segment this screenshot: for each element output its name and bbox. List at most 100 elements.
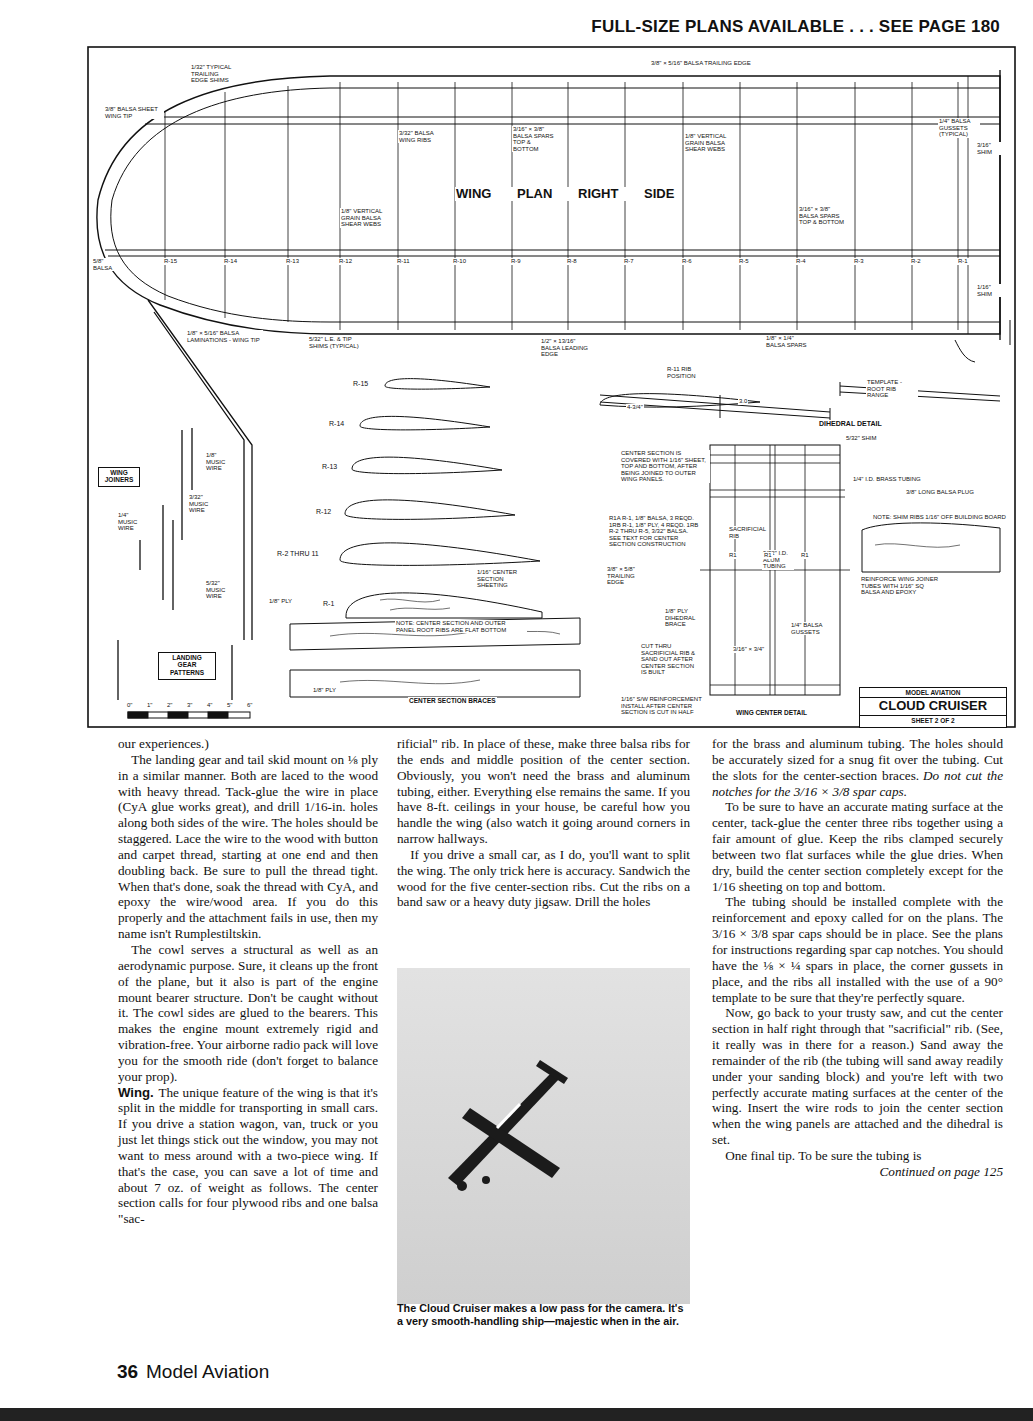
article-paragraph: our experiences.) (118, 736, 378, 752)
plan-label: 5/32" MUSIC WIRE (205, 580, 229, 600)
article-text: The unique feature of the wing is that i… (118, 1085, 378, 1227)
plan-label: 3/32" MUSIC WIRE (188, 494, 212, 514)
plan-label: R-15 (163, 258, 178, 265)
plan-label: CENTER SECTION BRACES (408, 697, 497, 704)
plan-label: 1/8" × 1/4" BALSA SPARS (765, 335, 812, 348)
node-text: SHEET 2 OF 2 (860, 716, 1006, 725)
plan-label: R-11 (396, 258, 411, 265)
plan-label: 3/32" BALSA WING RIBS (398, 130, 438, 143)
plan-label: R-8 (566, 258, 578, 265)
plan-label: R-2 THRU 11 (276, 550, 320, 558)
node-text: CLOUD CRUISER (860, 698, 1006, 716)
parts-box: WING JOINERS (98, 467, 140, 487)
plan-label: 3/16" × 3/8" BALSA SPARS TOP & BOTTOM (798, 206, 846, 226)
scale-number: 1" (146, 702, 153, 709)
plan-label: 5/32" SHIM (845, 435, 877, 442)
plan-label: NOTE: SHIM RIBS 1/16" OFF BUILDING BOARD (872, 514, 1007, 521)
article-paragraph: The landing gear and tail skid mount on … (118, 752, 378, 942)
node-text: LANDING GEAR PATTERNS (159, 653, 215, 677)
article-text: The landing gear and tail skid mount on … (118, 752, 378, 941)
page-footer: 36 (117, 1361, 138, 1383)
article-text: The tubing should be installed complete … (712, 894, 1003, 1004)
article-text: our experiences.) (118, 736, 209, 751)
plan-label: 1/8" PLY (268, 598, 293, 605)
article-text: Now, go back to your trusty saw, and cut… (712, 1005, 1003, 1147)
scale-number: 3" (186, 702, 193, 709)
plan-label: R-3 (853, 258, 865, 265)
plan-label: R-1 (957, 258, 969, 265)
article-paragraph: To be sure to have an accurate mating su… (712, 799, 1003, 894)
plan-label: DIHEDRAL DETAIL (818, 420, 883, 428)
plan-label: 5/8" BALSA (92, 258, 118, 271)
plan-label: R1 (763, 552, 773, 559)
article-text: Continued on page 125 (880, 1164, 1003, 1179)
plan-label: 1/32" TYPICAL TRAILING EDGE SHIMS (190, 64, 237, 84)
plan-label: R1 (728, 552, 738, 559)
scale-number: 2" (166, 702, 173, 709)
plan-label: 1/8" PLY DIHEDRAL BRACE (664, 608, 706, 628)
plan-label: R1 (800, 552, 810, 559)
plan-label: 1/4" BALSA GUSSETS (790, 622, 824, 635)
article-paragraph: If you drive a small car, as I do, you'l… (397, 847, 690, 910)
plan-label: R-1 (322, 600, 335, 608)
plan-label: R-12 (338, 258, 353, 265)
plan-label: R-9 (510, 258, 522, 265)
plan-label: 3.0 (738, 398, 748, 405)
plan-label: WING CENTER DETAIL (735, 709, 808, 716)
plan-label: 4-3/4" (626, 404, 644, 411)
page-footer: Model Aviation (146, 1361, 269, 1383)
scale-number: 5" (226, 702, 233, 709)
section-heading: Wing. (118, 1085, 154, 1100)
scale-number: 0" (126, 702, 133, 709)
plan-label: R-13 (321, 463, 338, 471)
plan-label: 1/8" VERTICAL GRAIN BALSA SHEAR WEBS (340, 208, 388, 228)
plan-label: R-11 RIB POSITION (666, 366, 700, 379)
plan-label: 1/2" × 13/16" BALSA LEADING EDGE (540, 338, 592, 358)
plan-label: R-7 (623, 258, 635, 265)
plan-label: 5/32" L.E. & TIP SHIMS (TYPICAL) (308, 336, 365, 349)
plan-label: 3/16" × 3/8" BALSA SPARS TOP & BOTTOM (512, 126, 558, 152)
article-text: If you drive a small car, as I do, you'l… (397, 847, 690, 910)
article-paragraph: The tubing should be installed complete … (712, 894, 1003, 1005)
article-text: To be sure to have an accurate mating su… (712, 799, 1003, 893)
article-paragraph: rificial" rib. In place of these, make t… (397, 736, 690, 847)
article-paragraph: Now, go back to your trusty saw, and cut… (712, 1005, 1003, 1148)
plan-label: 1/8" PLY (312, 687, 337, 694)
plan-label: SACRIFICIAL RIB (728, 526, 760, 539)
scale-number: 6" (246, 702, 253, 709)
plan-label: 1/8" × 5/16" BALSA LAMINATIONS - WING TI… (186, 330, 263, 343)
plan-label: R-5 (738, 258, 750, 265)
article-paragraph: Wing.The unique feature of the wing is t… (118, 1085, 378, 1228)
plan-label: REINFORCE WING JOINER TUBES WITH 1/16" S… (860, 576, 942, 596)
photo-caption: The Cloud Cruiser makes a low pass for t… (397, 1302, 690, 1328)
article-paragraph: The cowl serves a structural as well as … (118, 942, 378, 1085)
article-text: One final tip. To be sure the tubing is (725, 1148, 921, 1163)
title-block: MODEL AVIATIONCLOUD CRUISERSHEET 2 OF 2 (859, 687, 1007, 728)
plan-label: 3/8" LONG BALSA PLUG (905, 489, 975, 496)
scale-number: 4" (206, 702, 213, 709)
plan-label: 3/16" × 3/4" (732, 646, 765, 653)
plan-label: 1/16" S/W REINFORCEMENT INSTALL AFTER CE… (620, 696, 707, 716)
plan-label: CUT THRU SACRIFICIAL RIB & SAND OUT AFTE… (640, 643, 702, 676)
article-text: rificial" rib. In place of these, make t… (397, 736, 690, 846)
node-text: WING JOINERS (99, 468, 139, 485)
article-paragraph: for the brass and aluminum tubing. The h… (712, 736, 1003, 799)
plan-label: R-12 (315, 508, 332, 516)
article-paragraph: One final tip. To be sure the tubing is (712, 1148, 1003, 1164)
plan-label: NOTE: CENTER SECTION AND OUTER PANEL ROO… (395, 620, 527, 633)
plan-label: R1A R-1, 1/8" BALSA, 3 REQD. 1RB R-1, 1/… (608, 515, 700, 548)
text-column: our experiences.)The landing gear and ta… (118, 736, 378, 1227)
text-column: for the brass and aluminum tubing. The h… (712, 736, 1003, 1180)
plan-label: R-4 (795, 258, 807, 265)
plan-label: R-14 (328, 420, 345, 428)
plan-label: R-13 (285, 258, 300, 265)
plan-label: 1/4" I.D. BRASS TUBING (852, 476, 922, 483)
plan-label: 1/4" BALSA GUSSETS (TYPICAL) (938, 118, 980, 138)
node-text: MODEL AVIATION (860, 688, 1006, 698)
plan-label: R-2 (910, 258, 922, 265)
plan-label: 1/4" MUSIC WIRE (117, 512, 149, 532)
article-paragraph: Continued on page 125 (712, 1164, 1003, 1180)
plan-label: 3/8" × 5/16" BALSA TRAILING EDGE (650, 60, 752, 67)
plan-label: R-10 (452, 258, 467, 265)
